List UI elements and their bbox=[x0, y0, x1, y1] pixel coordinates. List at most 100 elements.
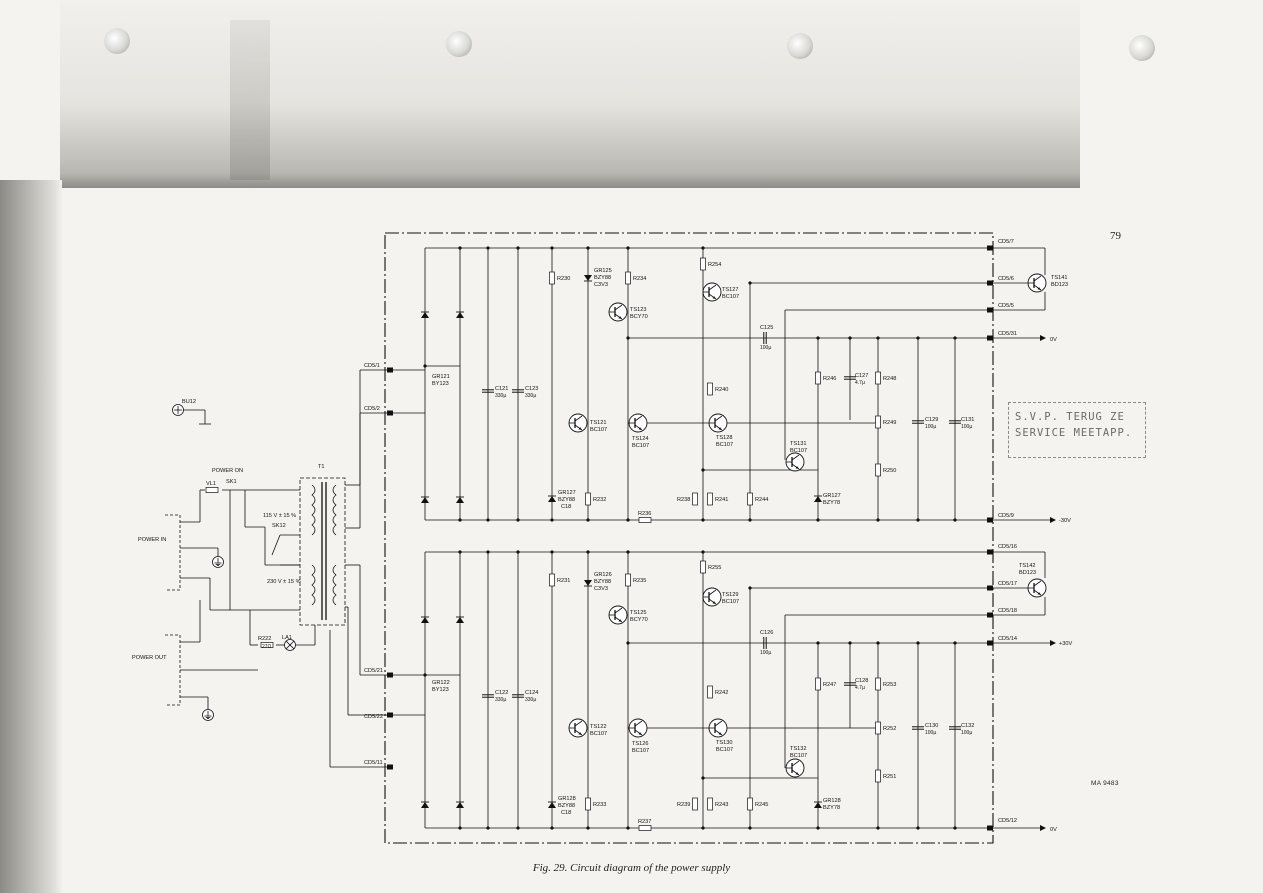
label-cd5-31: CD5/31 bbox=[998, 331, 1017, 337]
label-r232: R232 bbox=[593, 497, 606, 503]
label-gr126: GR126 bbox=[594, 572, 612, 578]
label-ts129-type: BC107 bbox=[722, 599, 739, 605]
resistor-icon bbox=[815, 677, 821, 691]
upper-component-labels: GR121 BY123 C121 330µ C123 330µ R230 GR1… bbox=[432, 262, 1068, 517]
label-cd5-2: CD5/2 bbox=[364, 406, 380, 412]
resistor-icon bbox=[549, 271, 555, 285]
diode-icon bbox=[420, 496, 430, 504]
resistor-icon bbox=[707, 685, 713, 699]
resistor-icon bbox=[875, 463, 881, 477]
connector-icon bbox=[987, 825, 993, 831]
resistor-icon bbox=[700, 560, 706, 574]
label-cd5-7: CD5/7 bbox=[998, 239, 1014, 245]
label-gr127b-type: BZY78 bbox=[823, 500, 840, 506]
label-ts130-type: BC107 bbox=[716, 747, 733, 753]
transistor-icon bbox=[568, 413, 588, 433]
label-ts121-type: BC107 bbox=[590, 427, 607, 433]
transistor-icon bbox=[628, 718, 648, 738]
label-power-on: POWER ON bbox=[212, 468, 243, 474]
punch-hole bbox=[446, 31, 472, 57]
connector-icon bbox=[387, 410, 393, 416]
label-r252: R252 bbox=[883, 726, 896, 732]
label-cd5-12: CD5/12 bbox=[998, 818, 1017, 824]
label-ts142-type: BD123 bbox=[1019, 570, 1036, 576]
label-r239: R239 bbox=[677, 802, 690, 808]
label-gr128-type: BZY88 bbox=[558, 803, 575, 809]
connector-icon bbox=[987, 640, 993, 646]
label-ts121: TS121 bbox=[590, 420, 606, 426]
label-power-in: POWER IN bbox=[138, 537, 166, 543]
label-gr126-type: BZY88 bbox=[594, 579, 611, 585]
connector-icon bbox=[987, 307, 993, 313]
label-gr121: GR121 bbox=[432, 374, 450, 380]
label-ts126: TS126 bbox=[632, 741, 648, 747]
label-c127-value: 4.7µ bbox=[855, 380, 865, 386]
label-c121: C121 bbox=[495, 386, 508, 392]
label-r248: R248 bbox=[883, 376, 896, 382]
label-ts132-type: BC107 bbox=[790, 753, 807, 759]
fuse-icon bbox=[205, 487, 219, 493]
label-rail-0v-bottom: 0V bbox=[1050, 827, 1057, 833]
label-gr128b-type: BZY78 bbox=[823, 805, 840, 811]
resistor-icon bbox=[638, 825, 652, 831]
scan-shadow-top bbox=[60, 0, 1080, 188]
label-gr122: GR122 bbox=[432, 680, 450, 686]
punch-hole bbox=[787, 33, 813, 59]
label-gr121-type: BY123 bbox=[432, 381, 449, 387]
label-ts125-type: BCY70 bbox=[630, 617, 648, 623]
label-ts125: TS125 bbox=[630, 610, 646, 616]
label-power-out: POWER OUT bbox=[132, 655, 167, 661]
resistor-icon bbox=[875, 415, 881, 429]
transistor-icon bbox=[1027, 273, 1047, 293]
transistor-icon bbox=[1027, 578, 1047, 598]
label-ts130: TS130 bbox=[716, 740, 732, 746]
diode-icon bbox=[420, 801, 430, 809]
resistor-icon bbox=[625, 271, 631, 285]
label-ts124: TS124 bbox=[632, 436, 648, 442]
transistor-icon bbox=[708, 718, 728, 738]
transistor-icon bbox=[785, 758, 805, 778]
transistor-icon bbox=[608, 302, 628, 322]
label-r222-value: 27Ω bbox=[262, 644, 272, 650]
connector-icon bbox=[987, 549, 993, 555]
ground-icon bbox=[212, 556, 224, 568]
resistor-icon bbox=[875, 677, 881, 691]
resistor-icon bbox=[549, 573, 555, 587]
resistor-icon bbox=[700, 257, 706, 271]
resistor-icon bbox=[875, 769, 881, 783]
label-ts132: TS132 bbox=[790, 746, 806, 752]
label-r230: R230 bbox=[557, 276, 570, 282]
label-c132: C132 bbox=[961, 723, 974, 729]
label-c127: C127 bbox=[855, 373, 868, 379]
transistor-icon bbox=[708, 413, 728, 433]
label-cd5-14: CD5/14 bbox=[998, 636, 1017, 642]
label-gr128-value: C18 bbox=[561, 810, 571, 816]
connector-icon bbox=[387, 764, 393, 770]
stamp-line-2: SERVICE MEETAPP. bbox=[1015, 427, 1133, 439]
label-r235: R235 bbox=[633, 578, 646, 584]
diode-icon bbox=[420, 311, 430, 319]
figure-caption: Fig. 29. Circuit diagram of the power su… bbox=[532, 862, 731, 874]
socket-icon bbox=[172, 404, 184, 416]
connector-icon bbox=[987, 612, 993, 618]
label-gr125-type: BZY88 bbox=[594, 275, 611, 281]
label-sk12: SK12 bbox=[272, 523, 286, 529]
label-r231: R231 bbox=[557, 578, 570, 584]
ground-icon bbox=[202, 709, 214, 721]
connector-icon bbox=[987, 517, 993, 523]
resistor-icon bbox=[875, 721, 881, 735]
label-ts142: TS142 bbox=[1019, 563, 1035, 569]
label-r240: R240 bbox=[715, 387, 728, 393]
label-c129-value: 100µ bbox=[925, 424, 936, 430]
connector-icon bbox=[987, 585, 993, 591]
label-c124: C124 bbox=[525, 690, 538, 696]
junction-dots bbox=[423, 246, 957, 830]
label-cd5-11: CD5/11 bbox=[364, 760, 383, 766]
resistor-icon bbox=[747, 492, 753, 506]
label-ts128: TS128 bbox=[716, 435, 732, 441]
diode-icon bbox=[455, 616, 465, 624]
board-outline bbox=[384, 232, 994, 844]
transistor-icon bbox=[702, 587, 722, 607]
transistor-icon bbox=[608, 605, 628, 625]
transistor-icon bbox=[785, 452, 805, 472]
